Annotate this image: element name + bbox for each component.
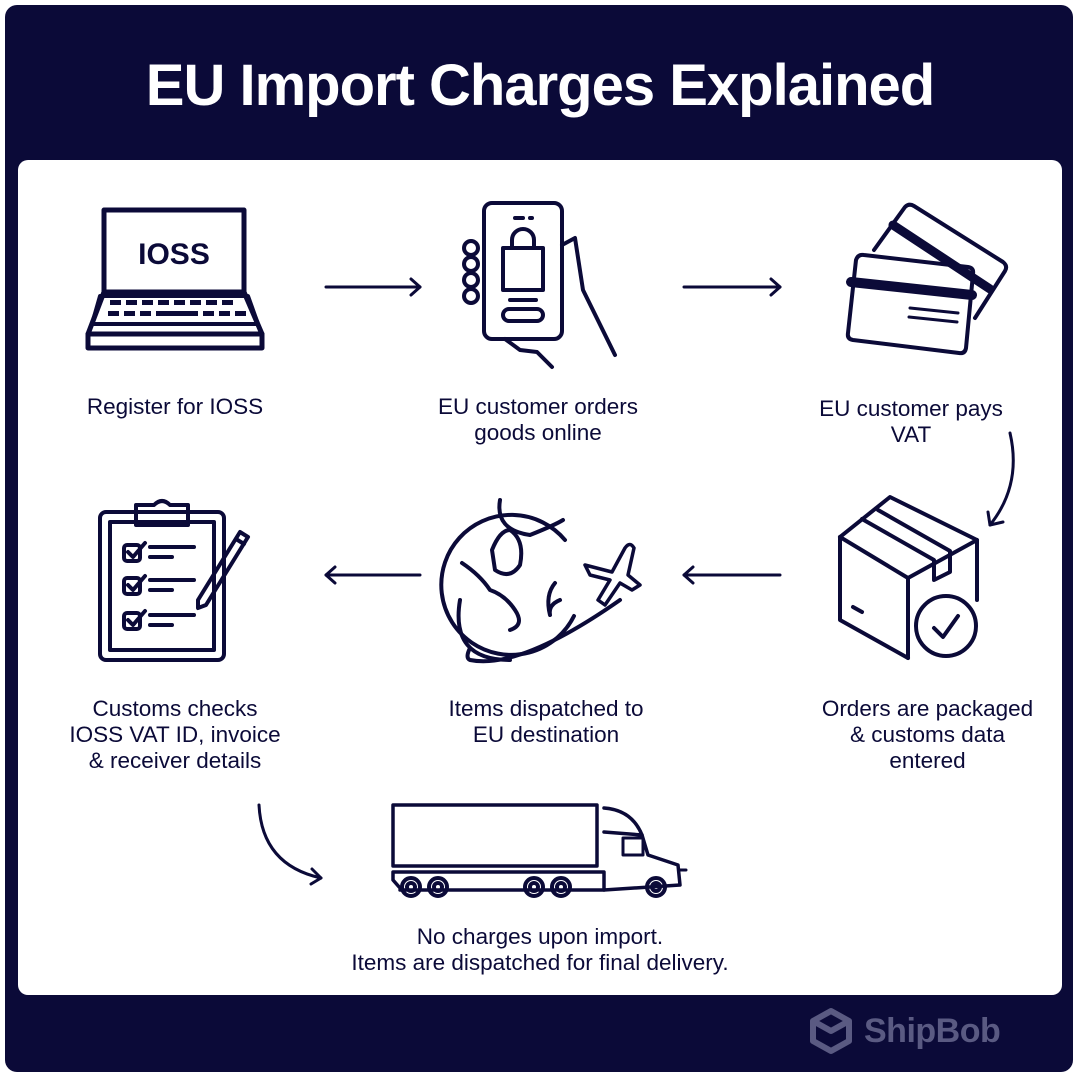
clipboard-checklist-icon: [98, 499, 250, 662]
label-line: Register for IOSS: [86, 394, 264, 419]
curved-arrow-down-icon: [986, 431, 1015, 527]
page-title: EU Import Charges Explained: [145, 53, 935, 118]
label-line: IOSS VAT ID, invoice: [69, 722, 281, 747]
globe-plane-icon: [439, 498, 642, 664]
content-panel: [18, 160, 1062, 995]
truck-icon: [391, 803, 688, 898]
arrow-left-icon: [324, 565, 422, 585]
laptop-screen-text: IOSS: [138, 238, 210, 271]
label-line: VAT: [890, 422, 932, 447]
label-line: & customs data: [849, 722, 1006, 747]
step-label-order: EU customer orders goods online: [400, 394, 676, 446]
label-line: entered: [889, 748, 966, 773]
label-line: Items are dispatched for final delivery.: [351, 950, 729, 975]
label-line: EU customer orders: [437, 394, 639, 419]
step-label-dispatched: Items dispatched to EU destination: [410, 696, 682, 748]
laptop-icon: IOSS: [85, 207, 265, 351]
label-line: goods online: [474, 420, 602, 445]
arrow-right-icon: [324, 277, 422, 297]
shipbob-logo-icon: [810, 1008, 852, 1054]
step-label-customs: Customs checks IOSS VAT ID, invoice & re…: [40, 696, 310, 774]
package-check-icon: [838, 495, 979, 660]
step-label-register: Register for IOSS: [40, 394, 310, 420]
label-line: Items dispatched to: [448, 696, 644, 721]
label-line: EU destination: [472, 722, 620, 747]
label-line: No charges upon import.: [416, 924, 664, 949]
label-line: & receiver details: [88, 748, 262, 773]
label-line: EU customer pays: [819, 396, 1003, 421]
curved-arrow-right-icon: [257, 803, 323, 886]
arrow-right-icon: [682, 277, 782, 297]
label-line: Orders are packaged: [821, 696, 1034, 721]
label-line: Customs checks: [92, 696, 258, 721]
step-label-packaged: Orders are packaged & customs data enter…: [790, 696, 1065, 774]
arrow-left-icon: [682, 565, 782, 585]
step-label-final-delivery: No charges upon import. Items are dispat…: [290, 924, 790, 976]
shipbob-brand: ShipBob: [808, 1007, 1001, 1055]
credit-cards-icon: [845, 202, 1009, 356]
brand-name: ShipBob: [864, 1011, 1001, 1050]
step-label-pay-vat: EU customer pays VAT: [780, 396, 1042, 448]
phone-shopping-icon: [462, 201, 617, 369]
